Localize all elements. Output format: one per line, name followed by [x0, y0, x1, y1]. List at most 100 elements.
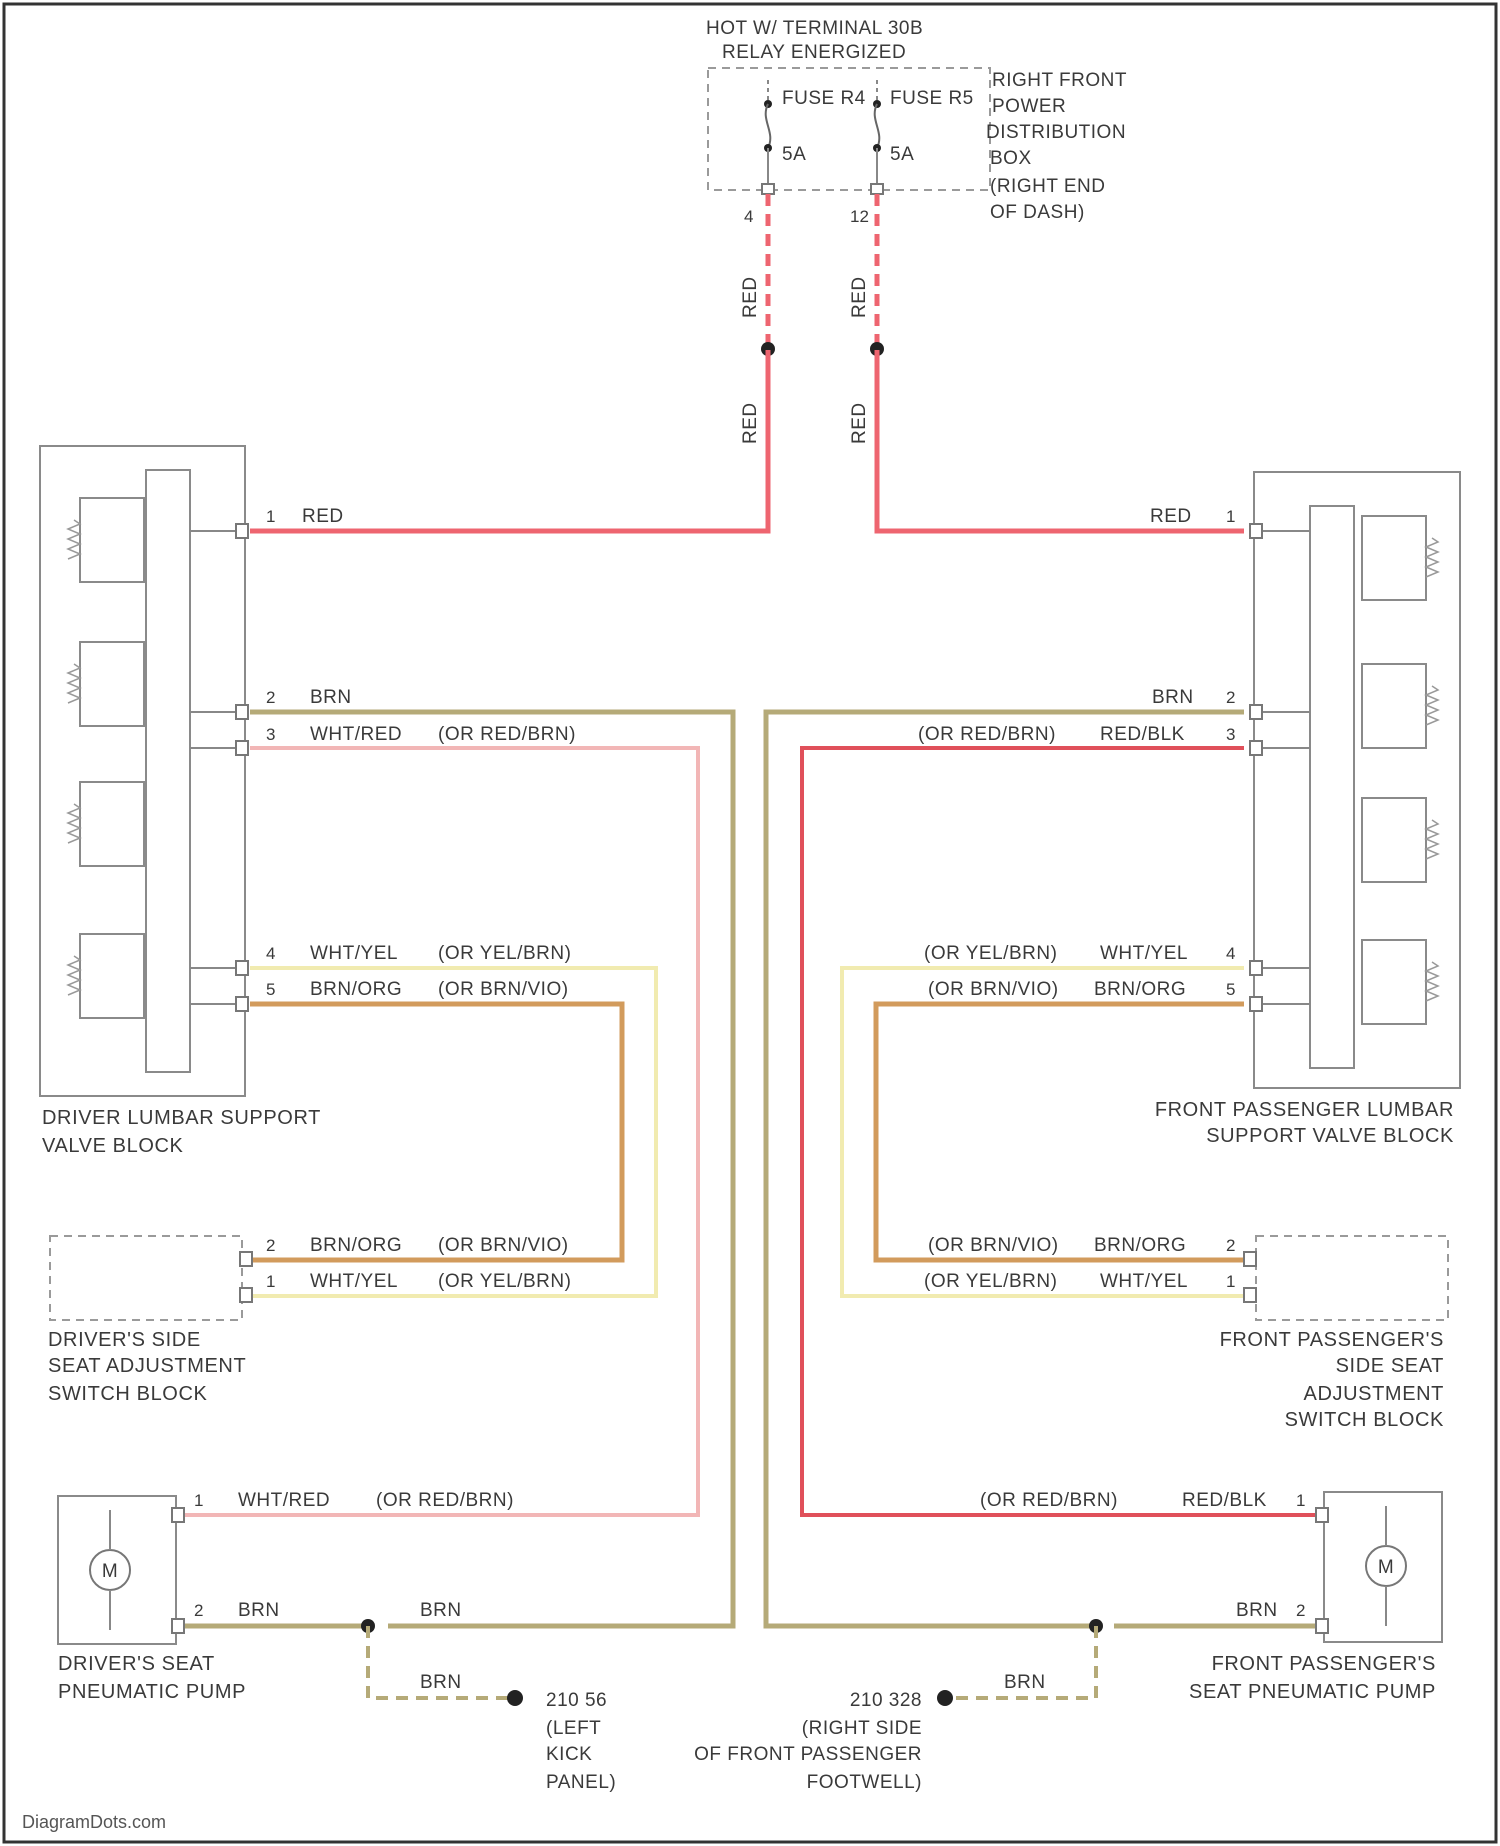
wire-label-wht-yel-right-valve: WHT/YEL: [1100, 943, 1188, 964]
wire-label-brn-org-left-switch: BRN/ORG: [310, 1235, 402, 1256]
wire-label-or-brn-vio-right-switch: (OR BRN/VIO): [928, 1235, 1059, 1256]
ground-left-line3: KICK: [546, 1744, 592, 1765]
wire-label-or-brn-vio-left-valve: (OR BRN/VIO): [438, 979, 569, 1000]
power-title-line1: HOT W/ TERMINAL 30B: [706, 18, 923, 39]
wire-label-or-red-brn-right-pump: (OR RED/BRN): [980, 1490, 1118, 1511]
pass-pump-pin-2: 2: [1296, 1601, 1305, 1620]
driver-switch-caption-line1: DRIVER'S SIDE: [48, 1329, 201, 1351]
driver-valve-terminal-1: [236, 524, 248, 538]
wire-red-left: [250, 350, 768, 531]
wire-label-brn-left-valve: BRN: [310, 687, 352, 708]
driver-pump-pin-2: 2: [194, 1601, 203, 1620]
power-distribution-box: [708, 68, 990, 194]
wire-label-wht-red-left-valve: WHT/RED: [310, 724, 402, 745]
wire-label-wht-red-left-pump: WHT/RED: [238, 1490, 330, 1511]
power-box-line1: RIGHT FRONT: [992, 70, 1127, 91]
driver-switch-block: [50, 1236, 252, 1320]
ground-left-line4: PANEL): [546, 1772, 616, 1793]
wire-label-red-right-upper: RED: [849, 276, 870, 318]
wire-label-brn-org-right-switch: BRN/ORG: [1094, 1235, 1186, 1256]
wire-label-or-yel-brn-left-valve: (OR YEL/BRN): [438, 943, 571, 964]
wire-red-right: [877, 350, 1244, 531]
ground-right-line4: FOOTWELL): [807, 1772, 922, 1793]
passenger-lumbar-valve-block: [1250, 472, 1460, 1088]
watermark: DiagramDots.com: [22, 1812, 166, 1832]
pass-valve-terminal-5: [1250, 997, 1262, 1011]
driver-switch-pin-1: 1: [266, 1272, 275, 1291]
driver-valve-pin-2: 2: [266, 688, 275, 707]
wire-label-brn-left-pump: BRN: [238, 1600, 280, 1621]
wire-label-red-left-upper: RED: [740, 276, 761, 318]
pass-valve-coil-2: [1362, 664, 1426, 748]
power-title-line2: RELAY ENERGIZED: [722, 42, 906, 63]
wire-label-wht-yel-right-switch: WHT/YEL: [1100, 1271, 1188, 1292]
wire-label-wht-yel-left-switch: WHT/YEL: [310, 1271, 398, 1292]
driver-valve-coil-4: [80, 934, 144, 1018]
power-right-terminal: 12: [850, 207, 869, 226]
power-box-line5: (RIGHT END: [990, 176, 1105, 197]
wire-label-brn-org-right-valve: BRN/ORG: [1094, 979, 1186, 1000]
pass-pump-motor-symbol: M: [1378, 1557, 1394, 1578]
driver-valve-terminal-4: [236, 961, 248, 975]
power-box-line2: POWER: [992, 96, 1066, 117]
wire-label-or-yel-brn-right-valve: (OR YEL/BRN): [924, 943, 1057, 964]
driver-valve-winding-4: [68, 956, 80, 995]
power-box-line6: OF DASH): [990, 202, 1085, 223]
wire-label-brn-right-pump: BRN: [1236, 1600, 1278, 1621]
pass-switch-caption-line4: SWITCH BLOCK: [1285, 1409, 1444, 1431]
driver-valve-terminal-3: [236, 741, 248, 755]
driver-valve-terminal-2: [236, 705, 248, 719]
wire-label-or-brn-vio-right-valve: (OR BRN/VIO): [928, 979, 1059, 1000]
driver-pump-caption-line1: DRIVER'S SEAT: [58, 1653, 215, 1675]
pass-switch-pin-2: 2: [1226, 1236, 1235, 1255]
pass-valve-terminal-4: [1250, 961, 1262, 975]
driver-pump-caption-line2: PNEUMATIC PUMP: [58, 1681, 246, 1703]
wire-label-wht-yel-left-valve: WHT/YEL: [310, 943, 398, 964]
driver-lumbar-valve-block: [40, 446, 248, 1096]
driver-valve-pin-5: 5: [266, 980, 275, 999]
ground-right-line3: OF FRONT PASSENGER: [694, 1744, 922, 1765]
pass-valve-pin-1: 1: [1226, 507, 1235, 526]
wire-label-brn-org-left-valve: BRN/ORG: [310, 979, 402, 1000]
driver-valve-pin-3: 3: [266, 725, 275, 744]
driver-valve-winding-2: [68, 664, 80, 703]
wire-label-or-brn-vio-left-switch: (OR BRN/VIO): [438, 1235, 569, 1256]
pass-switch-caption-line1: FRONT PASSENGER'S: [1220, 1329, 1444, 1351]
pass-valve-winding-3: [1426, 820, 1438, 859]
fuse-right-label: FUSE R5: [890, 88, 974, 109]
pass-valve-pin-3: 3: [1226, 725, 1235, 744]
pass-valve-pin-4: 4: [1226, 944, 1235, 963]
driver-pump-motor-symbol: M: [102, 1561, 118, 1582]
wire-label-or-red-brn-left-pump: (OR RED/BRN): [376, 1490, 514, 1511]
driver-valve-winding-1: [68, 520, 80, 559]
wire-brn-org-right: [876, 1004, 1244, 1260]
driver-valve-caption-line2: VALVE BLOCK: [42, 1135, 184, 1157]
wire-label-red-right: RED: [1150, 506, 1192, 527]
wire-label-brn-right-ground: BRN: [1004, 1672, 1046, 1693]
driver-valve-coil-2: [80, 642, 144, 726]
wire-label-red-left: RED: [302, 506, 344, 527]
pass-valve-coil-4: [1362, 940, 1426, 1024]
wire-label-brn-left-splice: BRN: [420, 1600, 462, 1621]
ground-left-line2: (LEFT: [546, 1718, 601, 1739]
wire-label-red-blk-right-pump: RED/BLK: [1182, 1490, 1267, 1511]
fuse-left-label: FUSE R4: [782, 88, 866, 109]
driver-valve-coil-1: [80, 498, 144, 582]
pass-valve-pin-5: 5: [1226, 980, 1235, 999]
power-box-line4: BOX: [990, 148, 1032, 169]
wire-label-brn-right-valve: BRN: [1152, 687, 1194, 708]
pass-valve-pin-2: 2: [1226, 688, 1235, 707]
wire-brn-right: [766, 712, 1244, 1626]
wire-label-red-left-lower: RED: [740, 402, 761, 444]
driver-valve-caption-line1: DRIVER LUMBAR SUPPORT: [42, 1107, 321, 1129]
wire-label-or-yel-brn-right-switch: (OR YEL/BRN): [924, 1271, 1057, 1292]
pass-pump-pin-1: 1: [1296, 1491, 1305, 1510]
driver-switch-caption-line3: SWITCH BLOCK: [48, 1383, 207, 1405]
driver-pump-pin-1: 1: [194, 1491, 203, 1510]
wire-label-or-red-brn-right-valve: (OR RED/BRN): [918, 724, 1056, 745]
ground-left-line1: 210 56: [546, 1690, 607, 1711]
pass-switch-pin-1: 1: [1226, 1272, 1235, 1291]
wire-label-red-blk-right-valve: RED/BLK: [1100, 724, 1185, 745]
pass-pump-caption-line2: SEAT PNEUMATIC PUMP: [1189, 1681, 1436, 1703]
